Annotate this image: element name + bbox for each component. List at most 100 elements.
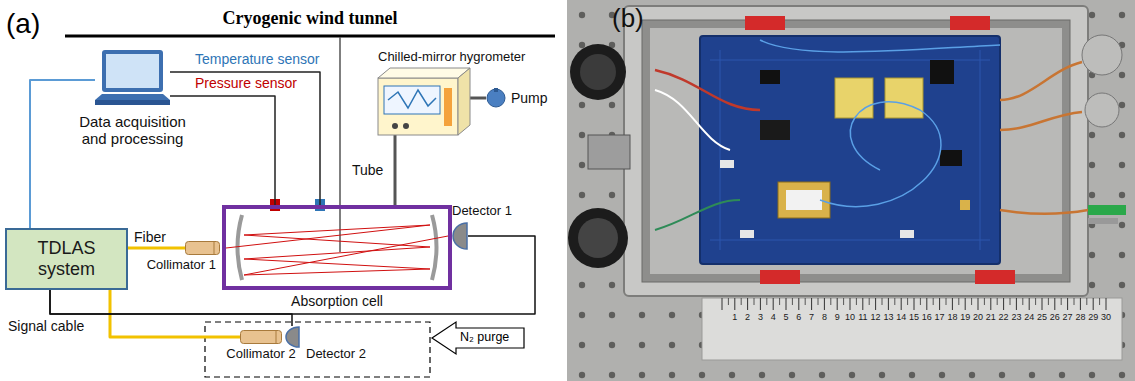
detector-drawing (452, 222, 468, 250)
ruler-tick (939, 298, 940, 310)
connector (50, 290, 292, 326)
connector (30, 80, 95, 228)
hygrometer-port (392, 123, 398, 129)
pump-symbol-drawing (486, 88, 506, 108)
ruler-number: 11 (858, 312, 867, 322)
ruler-tick (1067, 298, 1068, 310)
ruler-tick (766, 298, 767, 305)
detector: Detector 2 (285, 326, 366, 362)
hygrometer-box-drawing (378, 68, 470, 135)
ruler-tick (971, 298, 972, 305)
hygrometer-side (458, 68, 470, 135)
collimator-drawing (185, 241, 220, 255)
collimator-lens (214, 242, 215, 254)
drawing-detail (835, 78, 873, 118)
connector (128, 247, 185, 250)
ruler-tick (818, 298, 819, 305)
drawing-detail (900, 230, 914, 238)
ruler-tick (1022, 298, 1023, 305)
connector (170, 96, 275, 205)
ruler-tick (741, 298, 742, 305)
ruler-number: 29 (1088, 312, 1098, 322)
ruler-tick (958, 298, 959, 305)
ruler-tick (1099, 298, 1100, 305)
ruler-number: 14 (896, 312, 906, 322)
ruler-tick (997, 298, 998, 305)
ruler-tick (760, 298, 761, 310)
ruler-tick (1093, 298, 1094, 310)
ruler-tick (920, 298, 921, 305)
pump-outlet (494, 88, 498, 92)
mirror (238, 215, 243, 280)
node-label: Pump (511, 90, 548, 106)
drawing-detail (700, 36, 1000, 264)
ruler-tick (830, 298, 831, 305)
ruler-tick (1042, 298, 1043, 310)
ruler-tick (933, 298, 934, 305)
laptop-keyboard (95, 94, 170, 100)
ruler-number: 24 (1024, 312, 1034, 322)
ruler-tick (843, 298, 844, 305)
ruler-number: 15 (909, 312, 919, 322)
drawing-detail (720, 160, 734, 168)
ruler-tick (837, 298, 838, 310)
ruler-number: 21 (986, 312, 996, 322)
system-box-outline (6, 229, 127, 289)
node-label: Absorption cell (291, 293, 383, 309)
ruler-number: 16 (922, 312, 932, 322)
drawing-detail (786, 190, 822, 210)
drawing-detail (65, 35, 555, 38)
node-label: Chilled-mirror hygrometer (378, 50, 525, 65)
drawing-detail (642, 20, 1070, 282)
ruler-number: 3 (758, 312, 763, 322)
drawing-detail (950, 16, 990, 30)
drawing-detail (760, 270, 800, 284)
ruler-tick (805, 298, 806, 305)
ruler-tick (824, 298, 825, 310)
drawing-detail (624, 6, 1088, 296)
drawing-detail (568, 208, 628, 268)
panel-label: (b) (612, 4, 644, 34)
ruler-tick (779, 298, 780, 305)
ruler-tick (894, 298, 895, 305)
ruler-tick (856, 298, 857, 305)
computer-icon-shape (95, 50, 170, 110)
ruler-number: 23 (1011, 312, 1021, 322)
drawing-detail (339, 37, 341, 252)
hygrometer-trace (388, 90, 436, 108)
ruler-number: 10 (845, 312, 855, 322)
collimator-body (240, 331, 281, 344)
ruler-tick (1061, 298, 1062, 305)
computer-icon-drawing (95, 50, 170, 110)
ruler-tick (1074, 298, 1075, 305)
node-label: Data acquisition and processing (68, 113, 198, 148)
detector-drawing (285, 326, 300, 348)
pump-symbol (487, 89, 505, 107)
cell-outline (224, 207, 450, 288)
ruler-tick (728, 298, 729, 305)
ruler-tick (875, 298, 876, 310)
ruler-tick (990, 298, 991, 310)
drawing-detail (655, 200, 740, 230)
ruler-number: 27 (1063, 312, 1073, 322)
node-label: TDLAS system (28, 238, 106, 279)
drawing-detail (650, 28, 1062, 274)
drawing-detail (778, 182, 830, 218)
edge-label: Signal cable (8, 318, 84, 334)
detector: Detector 1 (452, 204, 512, 250)
drawing-detail (960, 200, 970, 210)
drawing-detail (760, 70, 780, 84)
drawing-detail (578, 218, 618, 258)
ruler-number: 26 (1050, 312, 1060, 322)
drawing-detail (580, 54, 616, 90)
drawing-detail (1000, 62, 1082, 100)
ruler-number: 4 (771, 312, 776, 322)
ruler-tick (1010, 298, 1011, 305)
drawing-detail (655, 90, 730, 150)
laptop-display (106, 54, 159, 88)
ruler-tick (850, 298, 851, 310)
drawing-detail (885, 78, 923, 118)
ruler-tick (773, 298, 774, 310)
